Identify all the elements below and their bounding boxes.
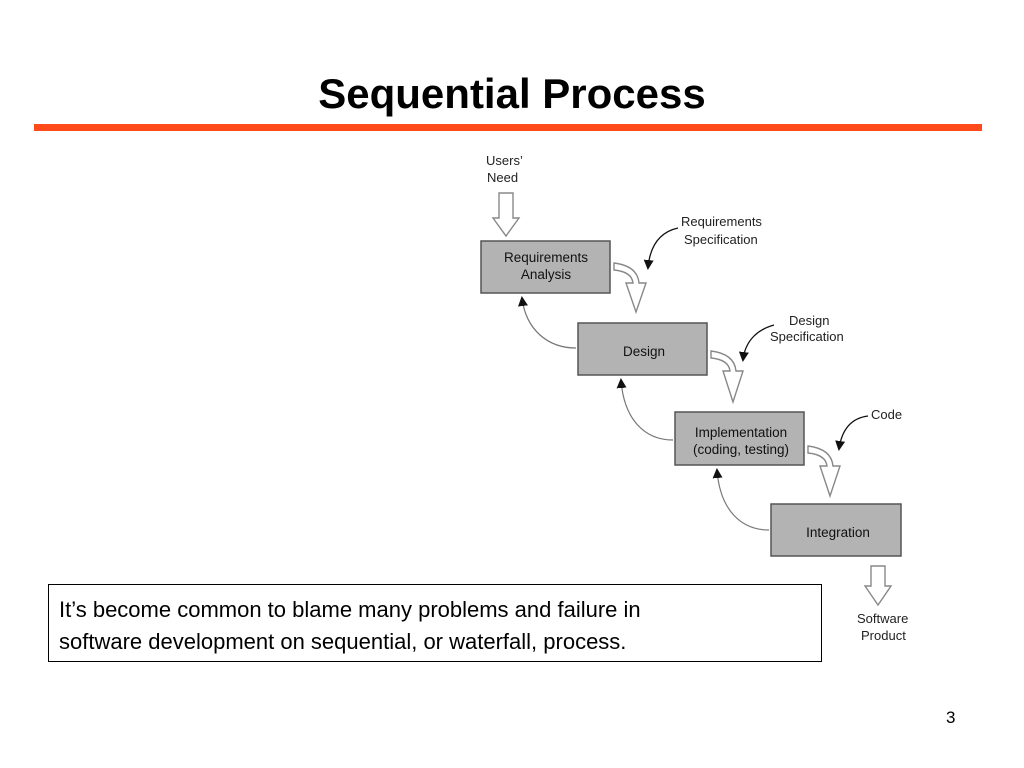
users-need-label-line2: Need: [487, 170, 518, 185]
users-need-arrow-icon: [491, 192, 521, 238]
stage-box-design: [577, 322, 708, 376]
output-arrow-icon: [863, 565, 893, 607]
artifact-pointer-3-icon: [835, 415, 869, 451]
stage-box-integration: [770, 503, 902, 557]
note-box: It’s become common to blame many problem…: [48, 584, 822, 662]
stage-label-design: Design: [623, 344, 665, 359]
flow-arrow-3-icon: [807, 445, 841, 499]
output-label-line1: Software: [857, 611, 908, 626]
stage-label-implementation-line1: Implementation: [695, 425, 787, 440]
stage-box-requirements-analysis: [480, 240, 611, 294]
users-need-label-line1: Users’: [486, 153, 523, 168]
stage-box-implementation: [674, 411, 805, 466]
feedback-arrow-3-icon: [712, 468, 770, 531]
stage-label-implementation-line2: (coding, testing): [693, 442, 789, 457]
artifact-code-label: Code: [871, 407, 902, 422]
slide-title: Sequential Process: [318, 70, 706, 117]
flow-arrow-2-icon: [710, 350, 744, 405]
artifact-pointer-2-icon: [738, 324, 775, 362]
stage-label-integration: Integration: [806, 525, 870, 540]
artifact-requirements-spec-line2: Specification: [684, 232, 758, 247]
feedback-arrow-2-icon: [616, 378, 674, 441]
artifact-design-spec-line1: Design: [789, 313, 829, 328]
title-rule: [34, 124, 982, 131]
artifact-design-spec-line2: Specification: [770, 329, 844, 344]
note-line-1: It’s become common to blame many problem…: [59, 597, 641, 622]
page-number: 3: [946, 708, 956, 727]
feedback-arrow-1-icon: [518, 296, 577, 349]
note-line-2: software development on sequential, or w…: [59, 629, 627, 654]
flow-arrow-1-icon: [613, 262, 647, 315]
artifact-pointer-1-icon: [643, 227, 679, 270]
artifact-requirements-spec-line1: Requirements: [681, 214, 762, 229]
stage-label-requirements-line2: Analysis: [521, 267, 572, 282]
output-label-line2: Product: [861, 628, 906, 643]
stage-label-requirements-line1: Requirements: [504, 250, 588, 265]
